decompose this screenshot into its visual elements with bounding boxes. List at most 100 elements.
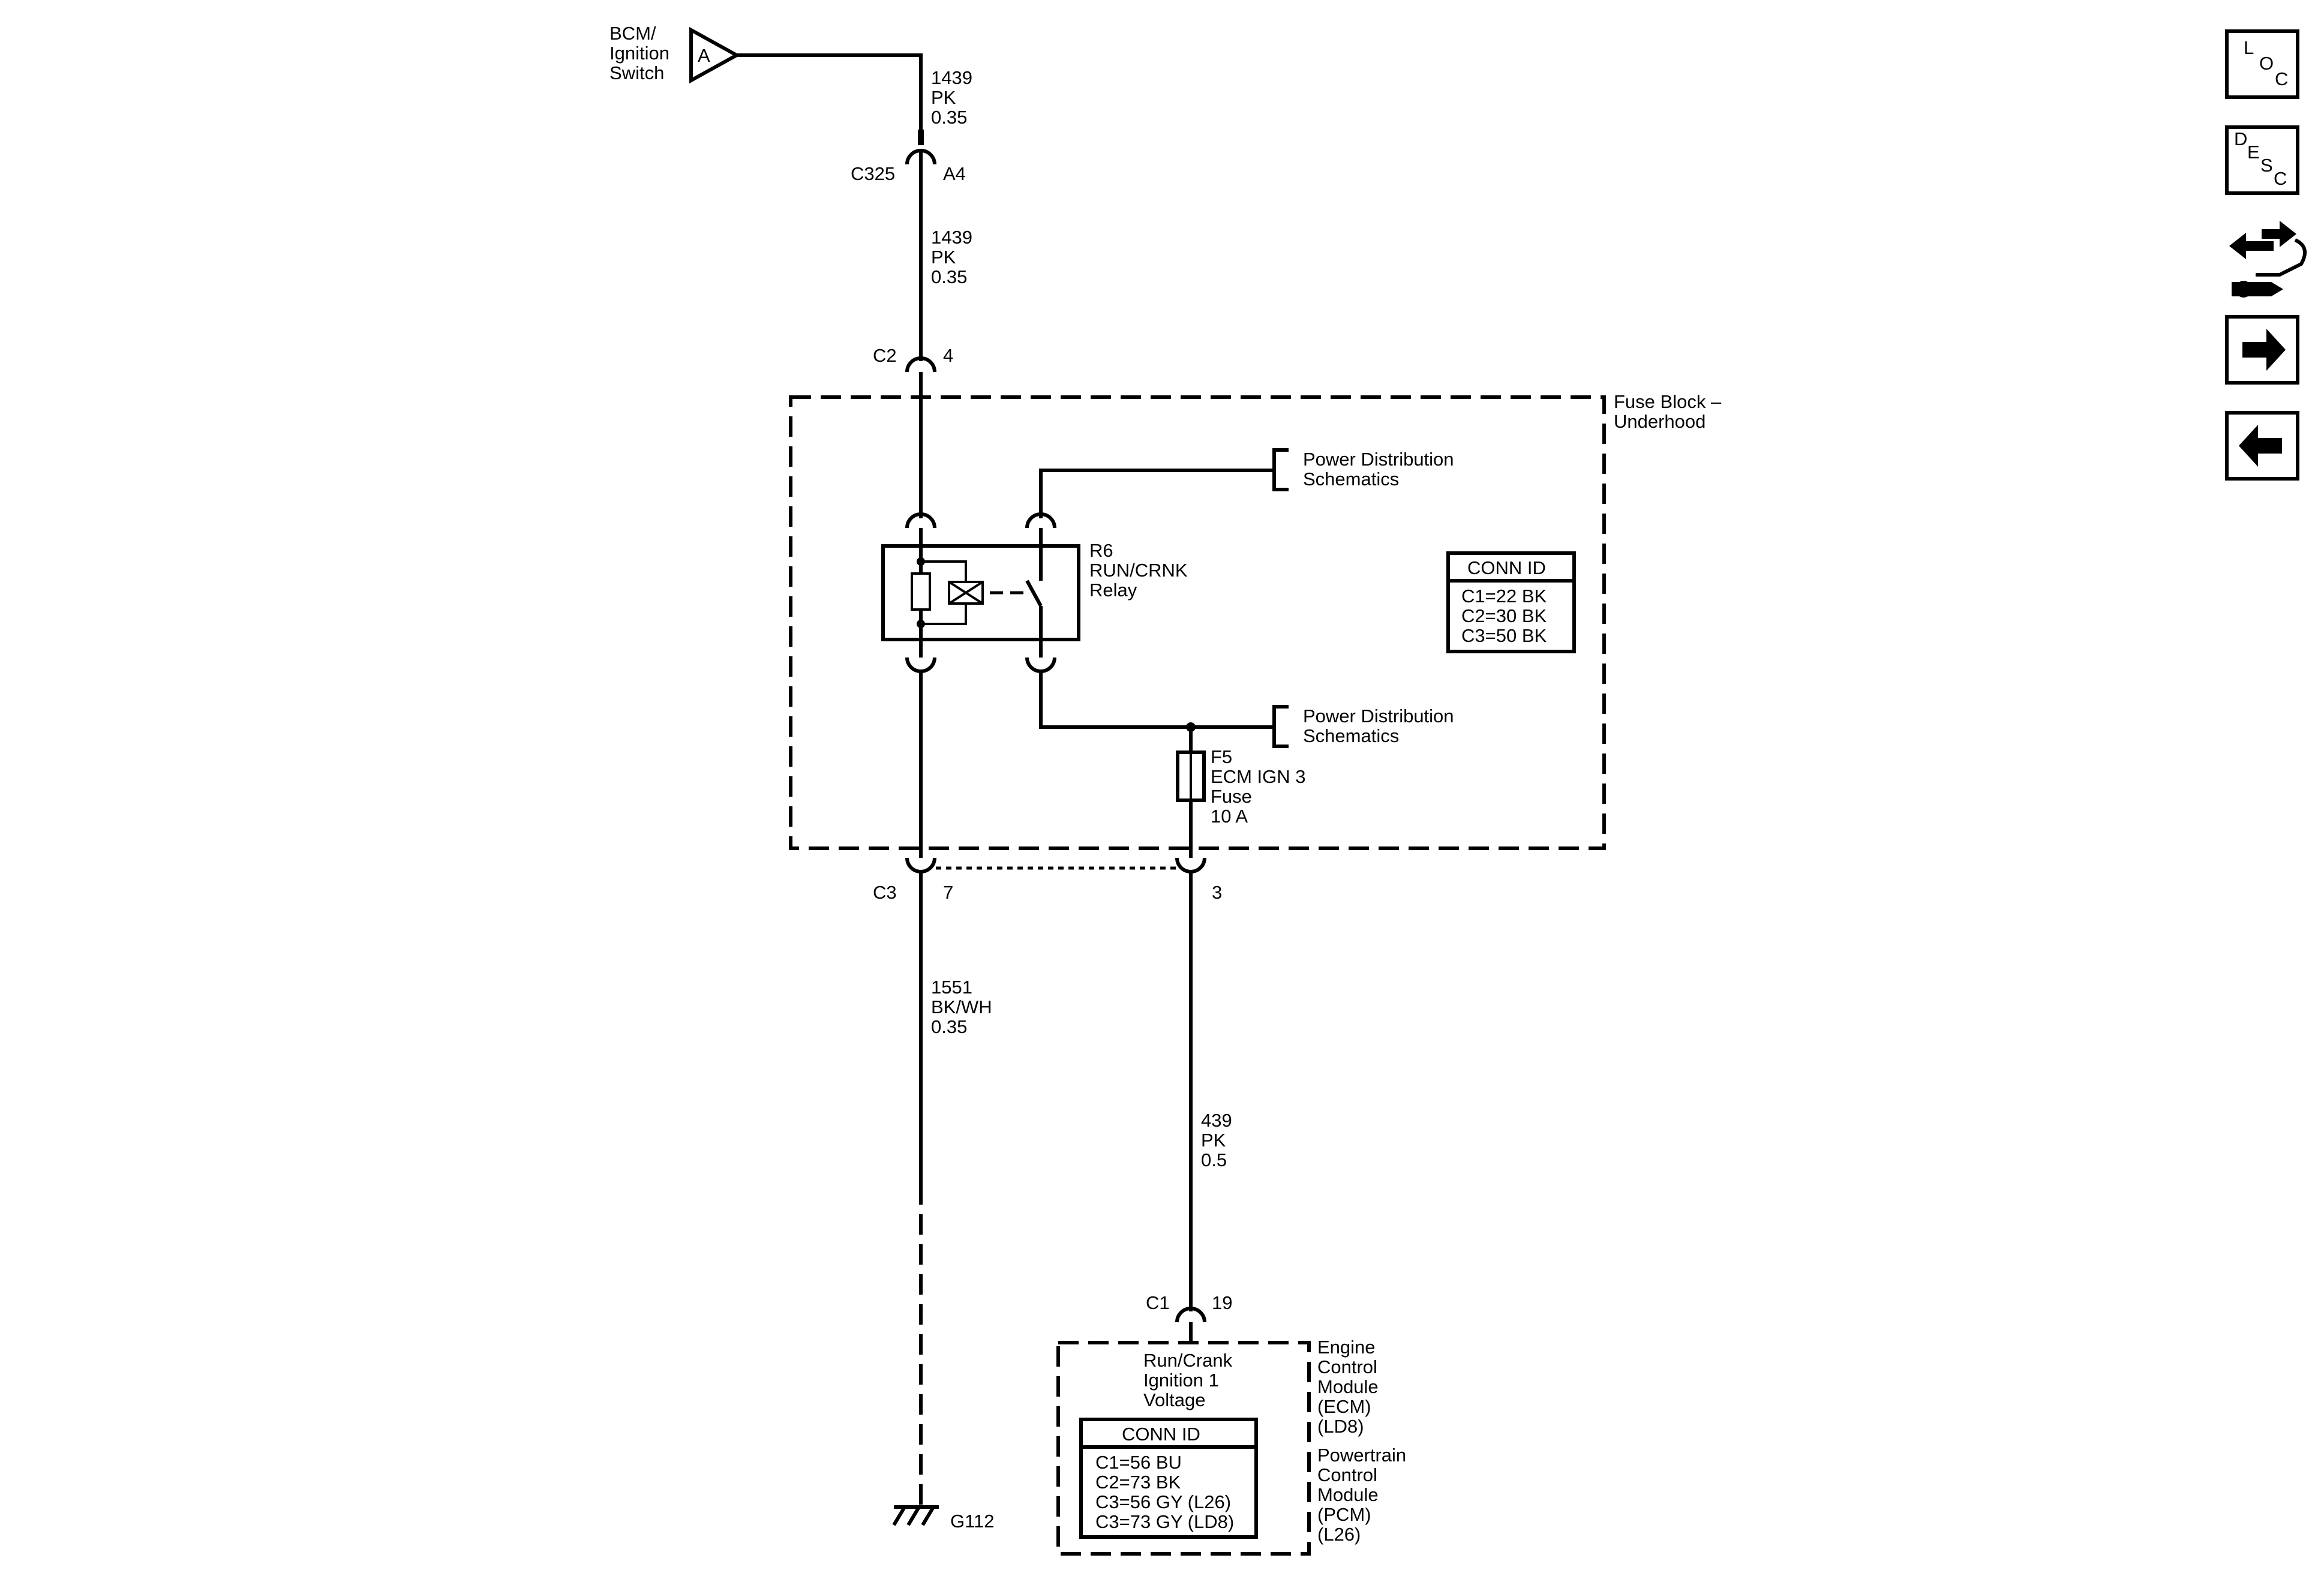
connector-c3-pin-7-symbol <box>905 857 936 873</box>
ecm-module-line-3: Module <box>1317 1376 1379 1397</box>
wire-1439-mid-size: 0.35 <box>931 266 967 287</box>
wire-439-color: PK <box>1201 1130 1226 1151</box>
relay-label: R6 RUN/CRNK Relay <box>1089 540 1188 601</box>
back-button-frame <box>2225 411 2299 481</box>
wire-1439-mid-color: PK <box>931 247 956 268</box>
wire-439-label: 439 PK 0.5 <box>1201 1110 1232 1170</box>
power-dist-top-line-1: Power Distribution <box>1303 449 1454 470</box>
ecm-conn-id-box <box>1079 1418 1258 1539</box>
pcm-module-line-5: (L26) <box>1317 1524 1361 1545</box>
pcm-module-line-4: (PCM) <box>1317 1504 1371 1525</box>
arrow-right-icon <box>2242 329 2286 371</box>
ecm-signal-line-2: Ignition 1 <box>1143 1370 1219 1391</box>
fuse-label-line-2: ECM IGN 3 <box>1211 766 1305 787</box>
relay-terminal-bottom-right <box>1025 657 1056 673</box>
connector-a-triangle[interactable] <box>689 26 741 84</box>
fuse-block-label-line-1: Fuse Block – <box>1614 391 1722 412</box>
connector-c3[interactable]: C3 7 3 <box>873 857 1222 903</box>
relay-junction-top <box>917 557 925 566</box>
fuse-label: F5 ECM IGN 3 Fuse 10 A <box>1211 746 1305 827</box>
ecm-module-line-5: (LD8) <box>1317 1416 1364 1437</box>
source-label-line-1: BCM/ <box>609 23 656 44</box>
bcm-ignition-switch-source: BCM/ Ignition Switch A <box>609 23 741 84</box>
power-dist-top-bracket <box>1272 448 1289 491</box>
ground-g112[interactable]: G112 <box>892 1505 995 1532</box>
connector-c325-pin: A4 <box>943 163 966 184</box>
arrow-left-icon <box>2239 425 2282 467</box>
ecm-module-line-1: Engine <box>1317 1337 1376 1358</box>
wire-1439-mid-circuit: 1439 <box>931 227 972 248</box>
desc-button[interactable]: D E S C <box>2225 125 2299 195</box>
loc-letter-o: O <box>2259 53 2274 74</box>
relay-diode-resistor <box>911 572 931 611</box>
fuse-block-conn-id-title: CONN ID <box>1467 557 1546 578</box>
ecm-conn-id-row-4: C3=73 GY (LD8) <box>1095 1511 1234 1532</box>
wire-1551-circuit: 1551 <box>931 977 972 998</box>
ground-label: G112 <box>950 1511 995 1532</box>
relay-coil-branch-bottom <box>921 604 967 625</box>
ecm-module-line-4: (ECM) <box>1317 1396 1371 1417</box>
ecm-signal-label: Run/Crank Ignition 1 Voltage <box>1143 1350 1233 1410</box>
relay-label-line-2: RUN/CRNK <box>1089 560 1188 581</box>
connector-c325-symbol <box>905 149 936 165</box>
fuse-block-label-line-2: Underhood <box>1614 411 1706 432</box>
fuse-block-boundary <box>789 395 1606 850</box>
fuse-block-conn-id-row-3: C3=50 BK <box>1461 625 1547 646</box>
wire-439-circuit: 439 <box>1201 1110 1232 1131</box>
loc-letter-l: L <box>2244 37 2254 58</box>
ground-hatch-3 <box>921 1506 935 1526</box>
fuse-block-conn-id-row-2: C2=30 BK <box>1461 605 1547 626</box>
wire-1551-color: BK/WH <box>931 996 992 1017</box>
pcm-module-line-1: Powertrain <box>1317 1445 1406 1466</box>
relay-junction-bottom <box>917 620 925 628</box>
power-distribution-bottom-label[interactable]: Power Distribution Schematics <box>1303 706 1454 746</box>
desc-button-frame <box>2225 125 2299 195</box>
power-distribution-top-label[interactable]: Power Distribution Schematics <box>1303 449 1454 490</box>
fuse-label-line-3: Fuse <box>1211 786 1252 807</box>
wire-1439-top-size: 0.35 <box>931 107 967 128</box>
fuse-label-line-4: 10 A <box>1211 806 1248 827</box>
connector-a-letter: A <box>698 45 710 66</box>
next-button[interactable] <box>2225 315 2299 385</box>
ecm-conn-id-title: CONN ID <box>1122 1424 1200 1445</box>
relay-label-line-3: Relay <box>1089 580 1137 601</box>
connector-c2-symbol <box>905 356 936 373</box>
ecm-module-label[interactable]: Engine Control Module (ECM) (LD8) Powert… <box>1317 1337 1406 1545</box>
loc-button-frame <box>2225 29 2299 99</box>
fuse-block-conn-id: CONN ID C1=22 BK C2=30 BK C3=50 BK <box>1446 551 1576 653</box>
connector-c1-name: C1 <box>1146 1292 1170 1313</box>
connector-c1-pin: 19 <box>1212 1292 1232 1313</box>
repair-tools-icon[interactable] <box>2229 221 2307 298</box>
fuse-label-line-1: F5 <box>1211 746 1232 767</box>
connector-c3-pin-3-symbol <box>1175 857 1206 873</box>
loc-letter-c: C <box>2275 68 2288 89</box>
ecm-conn-id-row-2: C2=73 BK <box>1095 1472 1181 1493</box>
connector-c2[interactable]: C2 4 <box>873 345 953 373</box>
back-button[interactable] <box>2225 411 2299 481</box>
wire-1439-mid-label: 1439 PK 0.35 <box>931 227 972 287</box>
wire-1551-label: 1551 BK/WH 0.35 <box>931 977 992 1037</box>
desc-letter-s: S <box>2260 155 2273 176</box>
connector-c325-name: C325 <box>851 163 895 184</box>
wire-439-size: 0.5 <box>1201 1149 1227 1170</box>
wire-1439-top <box>737 53 923 137</box>
pcm-module-line-2: Control <box>1317 1464 1377 1485</box>
relay-r6[interactable] <box>881 512 1080 673</box>
relay-body <box>881 544 1080 641</box>
ecm-conn-id-row-3: C3=56 GY (L26) <box>1095 1491 1231 1512</box>
wire-relay-to-power-dist-top <box>1039 469 1274 518</box>
ecm-module-line-2: Control <box>1317 1356 1377 1377</box>
loc-button[interactable]: L O C <box>2225 29 2299 99</box>
source-label-line-2: Ignition <box>609 43 669 64</box>
connector-c1[interactable]: C1 19 <box>1146 1292 1232 1323</box>
connector-c3-pin-3: 3 <box>1212 882 1222 903</box>
power-dist-top-line-2: Schematics <box>1303 469 1399 490</box>
fuse-block-label: Fuse Block – Underhood <box>1614 391 1722 432</box>
connector-c325[interactable]: C325 A4 <box>851 149 966 184</box>
wire-1439-top-color: PK <box>931 87 956 108</box>
ecm-signal-line-3: Voltage <box>1143 1389 1205 1410</box>
wire-1439-top-label: 1439 PK 0.35 <box>931 67 972 128</box>
wire-1439-top-end <box>918 130 924 145</box>
repair-arrow-left-icon <box>2229 233 2274 259</box>
